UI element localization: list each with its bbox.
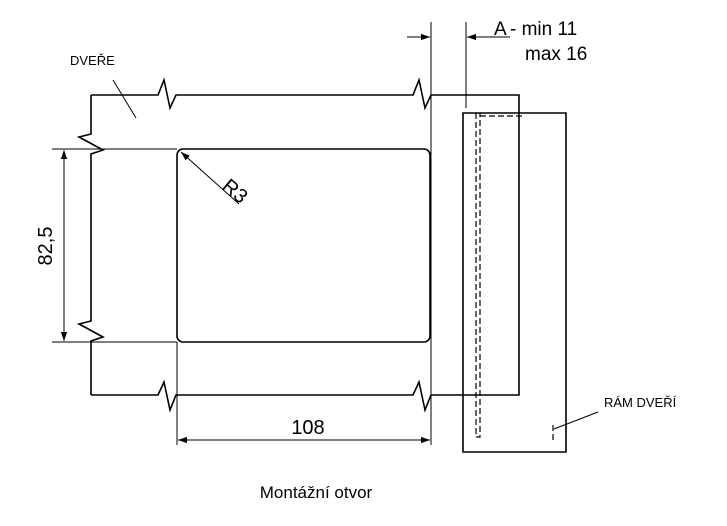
door-label: DVEŘE	[70, 53, 115, 68]
height-dimension	[52, 148, 177, 343]
height-label: 82,5	[35, 227, 57, 266]
gap-min-label: - min 11	[510, 19, 577, 40]
frame-leader-line	[553, 411, 599, 430]
cutout-rectangle	[176, 148, 431, 343]
radius-label: R3	[218, 175, 252, 208]
gap-max-label: max 16	[525, 44, 587, 65]
frame-label: RÁM DVEŘÍ	[604, 395, 677, 410]
gap-letter-label: A	[494, 19, 507, 40]
door-outline	[76, 77, 520, 413]
width-label: 108	[291, 417, 324, 439]
gap-dimension	[407, 22, 510, 395]
radius-leader-line	[180, 151, 240, 205]
caption: Montážní otvor	[260, 483, 373, 502]
door-frame	[462, 112, 567, 453]
door-leader-line	[112, 79, 137, 119]
